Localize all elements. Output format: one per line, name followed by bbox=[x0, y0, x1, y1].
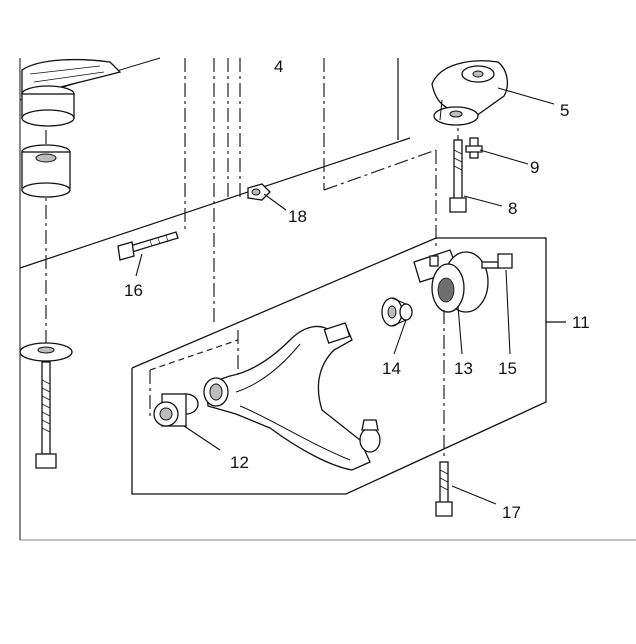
part-18-nut bbox=[247, 183, 271, 201]
guide-lines bbox=[149, 58, 473, 420]
part-13-large-bushing bbox=[413, 249, 489, 313]
crossmember-fragment bbox=[21, 58, 122, 127]
part-9-bolt bbox=[465, 137, 483, 159]
part-8-long-bolt bbox=[449, 139, 467, 213]
callout-14: 14 bbox=[382, 359, 401, 378]
part-12-bushing bbox=[153, 393, 199, 427]
callout-9: 9 bbox=[530, 158, 539, 177]
callout-5: 5 bbox=[560, 101, 569, 120]
callout-4: 4 bbox=[274, 57, 283, 76]
callout-8: 8 bbox=[508, 199, 517, 218]
callout-13: 13 bbox=[454, 359, 473, 378]
part-16-bolt bbox=[117, 231, 179, 261]
part-11-assembly-outline bbox=[131, 237, 566, 495]
callout-16: 16 bbox=[124, 281, 143, 300]
callout-12: 12 bbox=[230, 453, 249, 472]
callout-labels: 4 5 8 9 11 12 13 14 15 16 17 18 bbox=[124, 57, 590, 522]
callout-15: 15 bbox=[498, 359, 517, 378]
lower-control-arm bbox=[203, 322, 381, 471]
part-15-bolt bbox=[481, 253, 513, 269]
callout-18: 18 bbox=[288, 207, 307, 226]
leader-lines bbox=[135, 87, 555, 505]
rear-bushing-stack bbox=[19, 130, 73, 469]
part-17-long-bolt bbox=[435, 310, 453, 517]
part-14-washer bbox=[381, 297, 413, 327]
callout-11: 11 bbox=[572, 313, 590, 332]
part-5-bracket bbox=[431, 60, 509, 126]
frame-lines bbox=[19, 57, 636, 541]
callout-17: 17 bbox=[502, 503, 521, 522]
